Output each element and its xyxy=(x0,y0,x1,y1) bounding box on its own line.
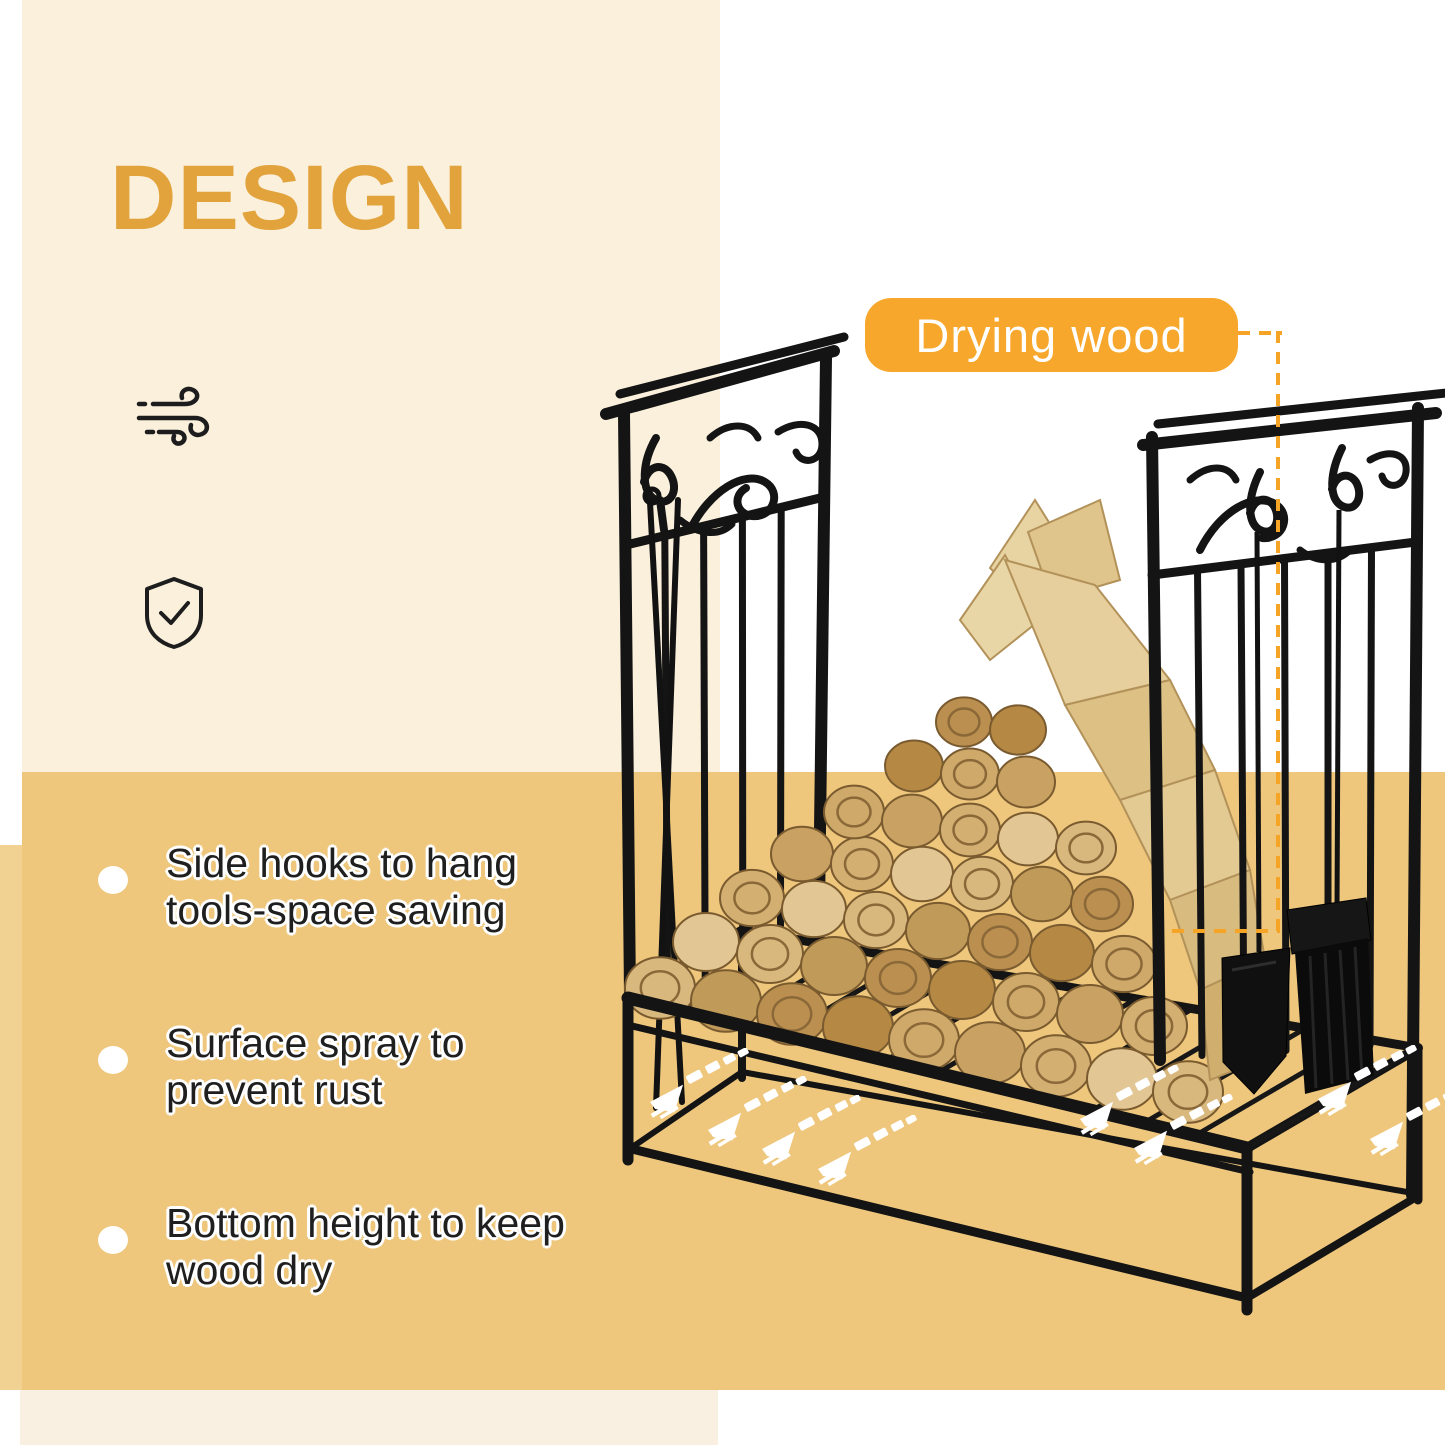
callout-label: Drying wood xyxy=(915,308,1188,362)
bullet-dot xyxy=(98,1046,128,1074)
feature-line: Side hooks to hang xyxy=(166,840,518,886)
background-tan-strip xyxy=(0,845,22,1390)
brush xyxy=(1286,897,1374,1094)
background-cream-panel xyxy=(22,0,720,772)
feature-item-bottom-height: Bottom height to keep wood dry xyxy=(98,1200,618,1294)
bullet-dot xyxy=(98,866,128,894)
feature-line: prevent rust xyxy=(166,1067,383,1113)
feature-item-side-hooks: Side hooks to hang tools-space saving xyxy=(98,840,618,934)
airflow-arrow-icon xyxy=(816,1115,921,1189)
feature-text: Side hooks to hang tools-space saving xyxy=(166,840,517,934)
feature-item-surface-spray: Surface spray to prevent rust xyxy=(98,1020,618,1114)
rack-right-panel xyxy=(1137,388,1445,1201)
shovel xyxy=(1221,947,1291,1095)
feature-line: tools-space saving xyxy=(166,887,506,933)
callout-connector-vertical xyxy=(1276,331,1280,933)
feature-line: Bottom height to keep xyxy=(166,1200,565,1246)
feature-text: Bottom height to keep wood dry xyxy=(166,1200,565,1294)
feature-text: Surface spray to prevent rust xyxy=(166,1020,465,1114)
drying-wood-callout: Drying wood xyxy=(865,298,1238,372)
feature-line: wood dry xyxy=(166,1247,333,1293)
scrollwork xyxy=(640,420,826,536)
fireplace-tools xyxy=(1221,509,1374,1095)
rack-left-panel xyxy=(600,332,849,1111)
background-bottom-cream-band xyxy=(20,1390,718,1445)
airflow-arrow-icon xyxy=(1132,1094,1237,1168)
page-title: DESIGN xyxy=(110,147,469,249)
wind-icon xyxy=(136,386,210,446)
bullet-dot xyxy=(98,1226,128,1254)
airflow-arrow-icon xyxy=(1368,1085,1445,1159)
shield-check-icon xyxy=(145,577,203,649)
feature-line: Surface spray to xyxy=(166,1020,465,1066)
callout-connector-top xyxy=(1238,331,1282,335)
callout-connector-bottom xyxy=(1172,929,1280,933)
